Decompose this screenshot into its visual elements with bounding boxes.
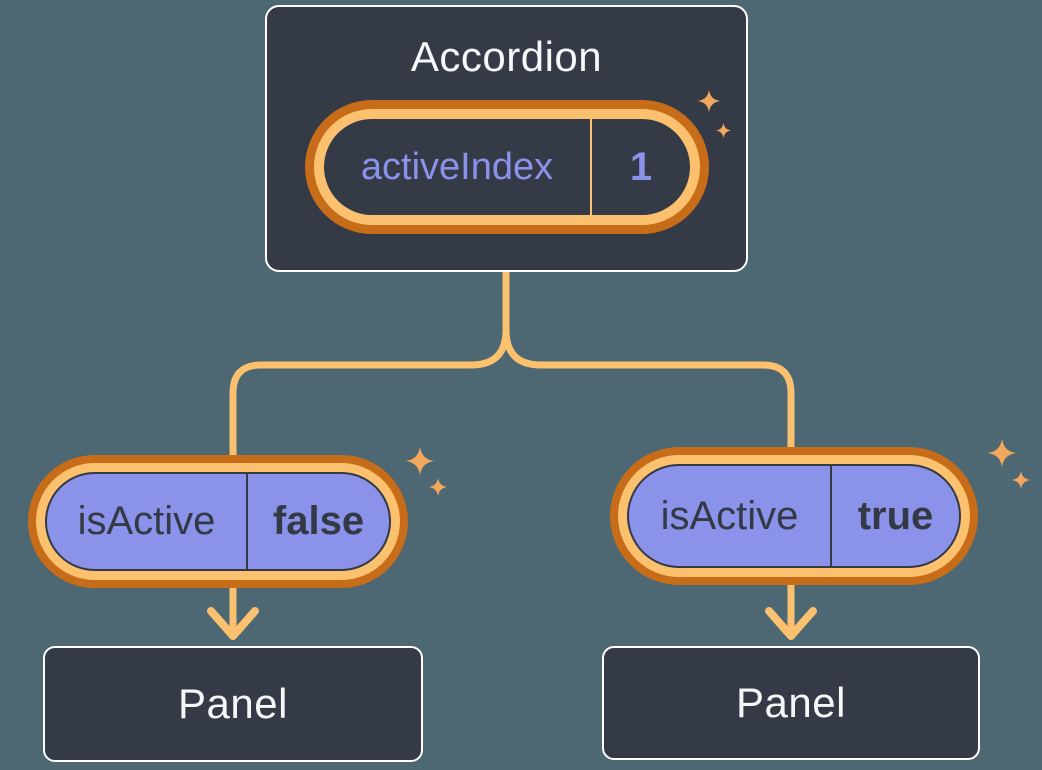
sparkle-icon	[1012, 471, 1030, 489]
panel-title: Panel	[736, 679, 846, 726]
branch-line-right	[502, 267, 795, 640]
pill-divider	[830, 466, 832, 566]
panel-box-right: Panel	[602, 646, 980, 760]
panel-title: Panel	[178, 680, 288, 727]
state-value: 1	[629, 144, 653, 189]
prop-name: isActive	[660, 493, 799, 538]
arrow-down-icon	[765, 607, 817, 640]
pill-divider	[246, 474, 248, 569]
sparkle-icon	[406, 447, 434, 475]
prop-pill-left: isActive false	[45, 472, 391, 571]
component-title: Accordion	[410, 33, 603, 80]
branch-line-left	[229, 267, 510, 640]
sparkle-icon	[698, 90, 720, 112]
sparkle-icon	[988, 439, 1016, 467]
sparkle-icon	[429, 478, 447, 496]
prop-value: false	[272, 499, 365, 543]
panel-box-left: Panel	[43, 646, 423, 762]
prop-name: isActive	[77, 499, 216, 543]
state-name: activeIndex	[360, 145, 554, 188]
prop-value: true	[857, 493, 934, 538]
state-pill: activeIndex 1	[324, 119, 690, 215]
sparkle-icon	[716, 123, 731, 138]
prop-pill-right: isActive true	[627, 464, 961, 568]
arrow-down-icon	[207, 607, 259, 640]
pill-divider	[590, 119, 592, 215]
